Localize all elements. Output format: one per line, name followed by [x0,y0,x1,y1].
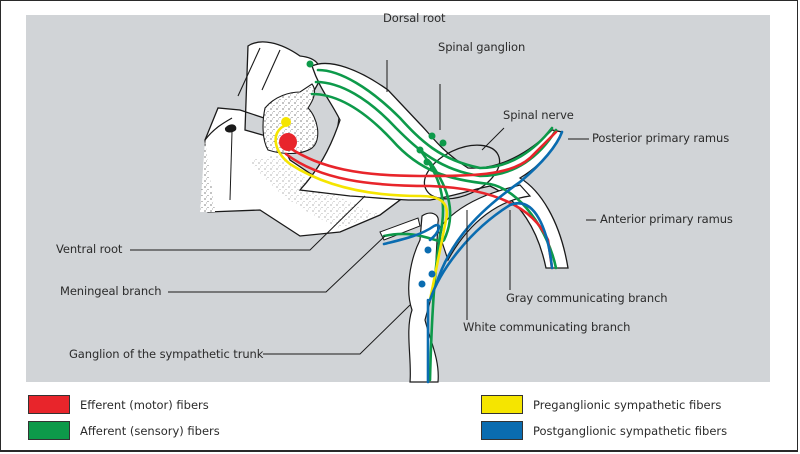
fiber-paths [274,60,564,384]
postganglionic-fiber [434,130,564,287]
leader-spinal-nerve [481,127,505,151]
ganglion-cell [423,158,431,166]
ganglion-cell [428,132,436,140]
legend-swatch-postganglionic [481,421,523,440]
motor-neuron [279,133,297,151]
legend-label: Preganglionic sympathetic fibers [533,397,722,412]
afferent-fiber [382,160,452,243]
legend-item-efferent: Efferent (motor) fibers [28,395,209,414]
legend-swatch-afferent [28,421,70,440]
ganglion-cell [416,146,424,154]
sympathetic-cell [418,280,426,288]
label-ganglion-sympathetic-trunk: Ganglion of the sympathetic trunk [69,347,264,361]
sympathetic-cell [424,246,432,254]
legend-item-preganglionic: Preganglionic sympathetic fibers [481,395,721,414]
efferent-fiber [284,152,554,270]
label-dorsal-root: Dorsal root [383,11,446,25]
label-gray-communicating-branch: Gray communicating branch [506,291,668,305]
preganglionic-fiber [274,124,449,302]
legend-item-afferent: Afferent (sensory) fibers [28,421,220,440]
sympathetic-cell [428,270,436,278]
legend-swatch-preganglionic [481,395,523,414]
label-meningeal-branch: Meningeal branch [60,284,162,298]
efferent-fiber [288,130,558,178]
legend-label: Efferent (motor) fibers [80,397,209,412]
afferent-fiber [310,92,558,270]
legend-item-postganglionic: Postganglionic sympathetic fibers [481,421,727,440]
leader-lines [130,60,596,355]
leader-ventral-root [130,195,366,251]
dorsal-horn-cell [306,60,314,68]
lateral-horn-cell [281,117,291,127]
legend-label: Afferent (sensory) fibers [80,423,220,438]
legend-swatch-efferent [28,395,70,414]
legend-label: Postganglionic sympathetic fibers [533,423,728,438]
label-ventral-root: Ventral root [56,242,123,256]
label-spinal-nerve: Spinal nerve [503,108,574,122]
label-posterior-primary-ramus: Posterior primary ramus [592,131,730,145]
leader-meningeal-branch [168,235,386,293]
postganglionic-fiber [382,223,441,246]
label-anterior-primary-ramus: Anterior primary ramus [600,212,733,226]
postganglionic-fiber [428,202,554,302]
label-white-communicating-branch: White communicating branch [463,320,631,334]
afferent-fiber [316,68,554,170]
label-spinal-ganglion: Spinal ganglion [438,40,526,54]
leader-ganglion-trunk [263,304,411,355]
ganglion-cell [439,139,447,147]
